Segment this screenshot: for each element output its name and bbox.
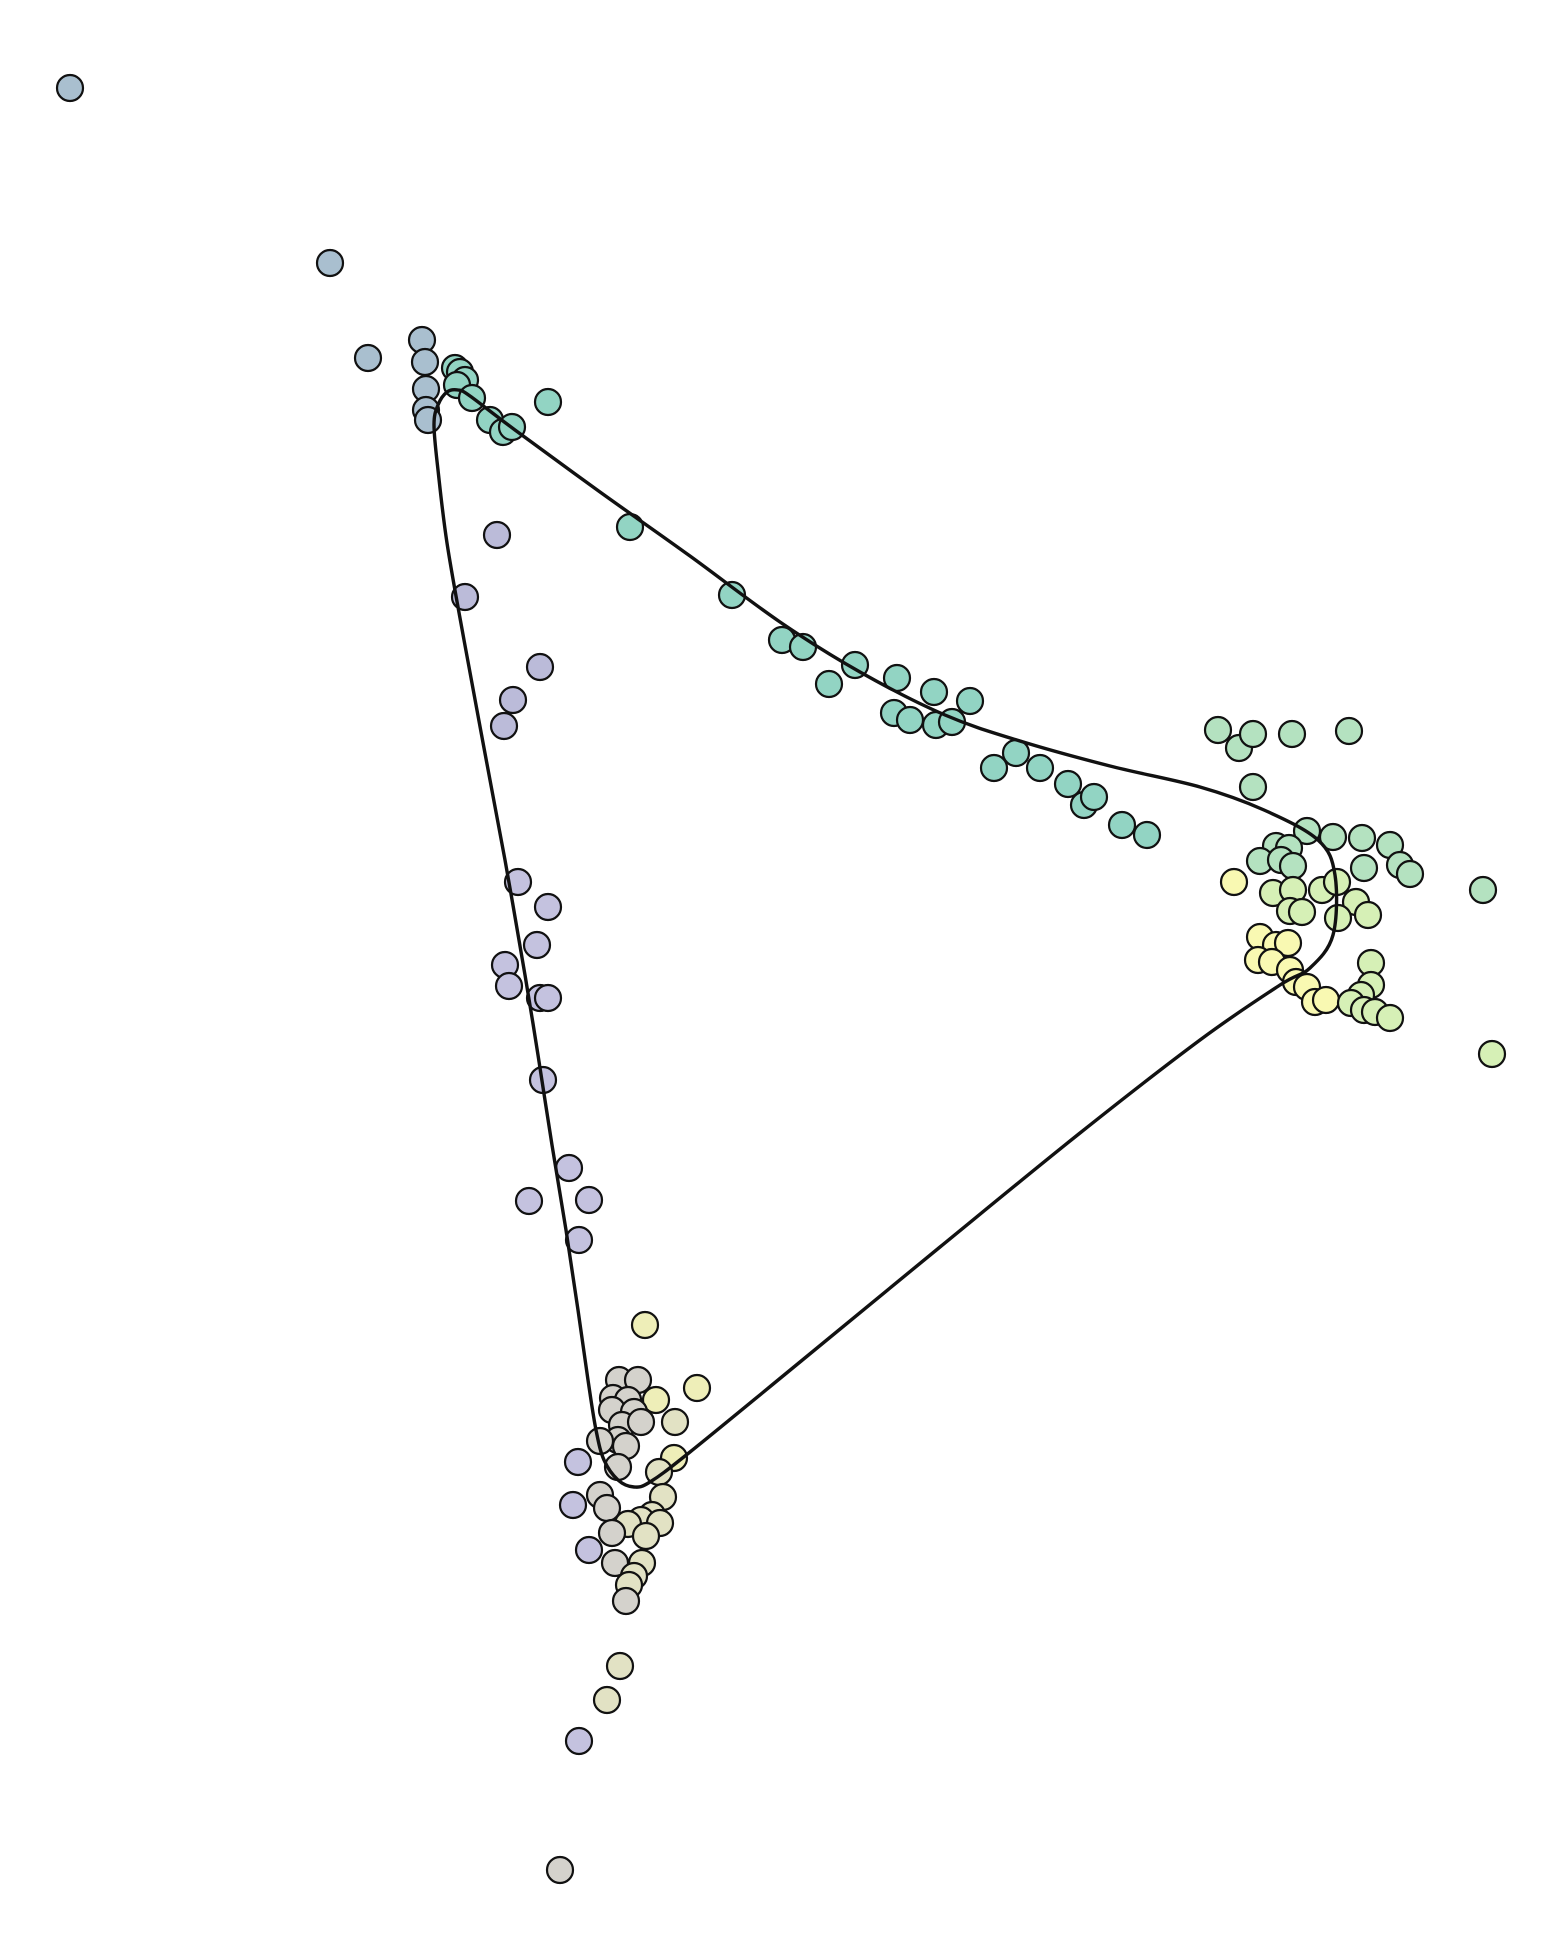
scatter-point [525,652,555,682]
scatter-point [1203,715,1233,745]
scatter-point [494,971,524,1001]
scatter-point [1334,716,1364,746]
scatter-point [482,520,512,550]
scatter-point [955,686,985,716]
scatter-point [626,1407,656,1437]
scatter-point [1238,772,1268,802]
scatter-point [592,1685,622,1715]
scatter-point [979,753,1009,783]
closed-curve-line [432,387,1339,1489]
scatter-point [1025,753,1055,783]
scatter-point [545,1855,575,1885]
scatter-point [554,1153,584,1183]
scatter-point [631,1521,661,1551]
scatter-point [1079,782,1109,812]
scatter-point [1132,820,1162,850]
scatter-point [1353,900,1383,930]
scatter-point [1219,867,1249,897]
scatter-point [597,1518,627,1548]
scatter-point [533,983,563,1013]
scatter-point [1347,823,1377,853]
scatter-point [605,1651,635,1681]
curve-layer [432,387,1339,1489]
scatter-point [1468,875,1498,905]
scatter-point [1287,897,1317,927]
scatter-point [641,1385,671,1415]
scatter-point [1318,822,1348,852]
scatter-point [611,1586,641,1616]
scatter-point [1311,985,1341,1015]
points-layer [55,73,1507,1885]
scatter-point [55,73,85,103]
scatter-point [533,892,563,922]
scatter-point [522,930,552,960]
scatter-point [1273,928,1303,958]
scatter-point [1053,769,1083,799]
scatter-point [1277,719,1307,749]
scatter-point [1107,810,1137,840]
scatter-point [498,685,528,715]
scatter-point [895,705,925,735]
scatter-point [410,347,440,377]
scatter-point [514,1186,544,1216]
scatter-point [682,1373,712,1403]
scatter-point [630,1310,660,1340]
scatter-point [1278,851,1308,881]
scatter-point [1238,719,1268,749]
scatter-point [558,1490,588,1520]
scatter-point [919,677,949,707]
scatter-point [660,1407,690,1437]
scatter-point [1375,1003,1405,1033]
scatter-point [814,669,844,699]
scatter-point [1395,859,1425,889]
scatter-point [1477,1039,1507,1069]
scatter-point [574,1185,604,1215]
scatter-point [564,1726,594,1756]
scatter-point [533,387,563,417]
scatter-point [489,711,519,741]
scatter-point [1349,853,1379,883]
scatter-point [353,343,383,373]
scatter-point [574,1535,604,1565]
scatter-point [563,1447,593,1477]
scatter-point [315,248,345,278]
